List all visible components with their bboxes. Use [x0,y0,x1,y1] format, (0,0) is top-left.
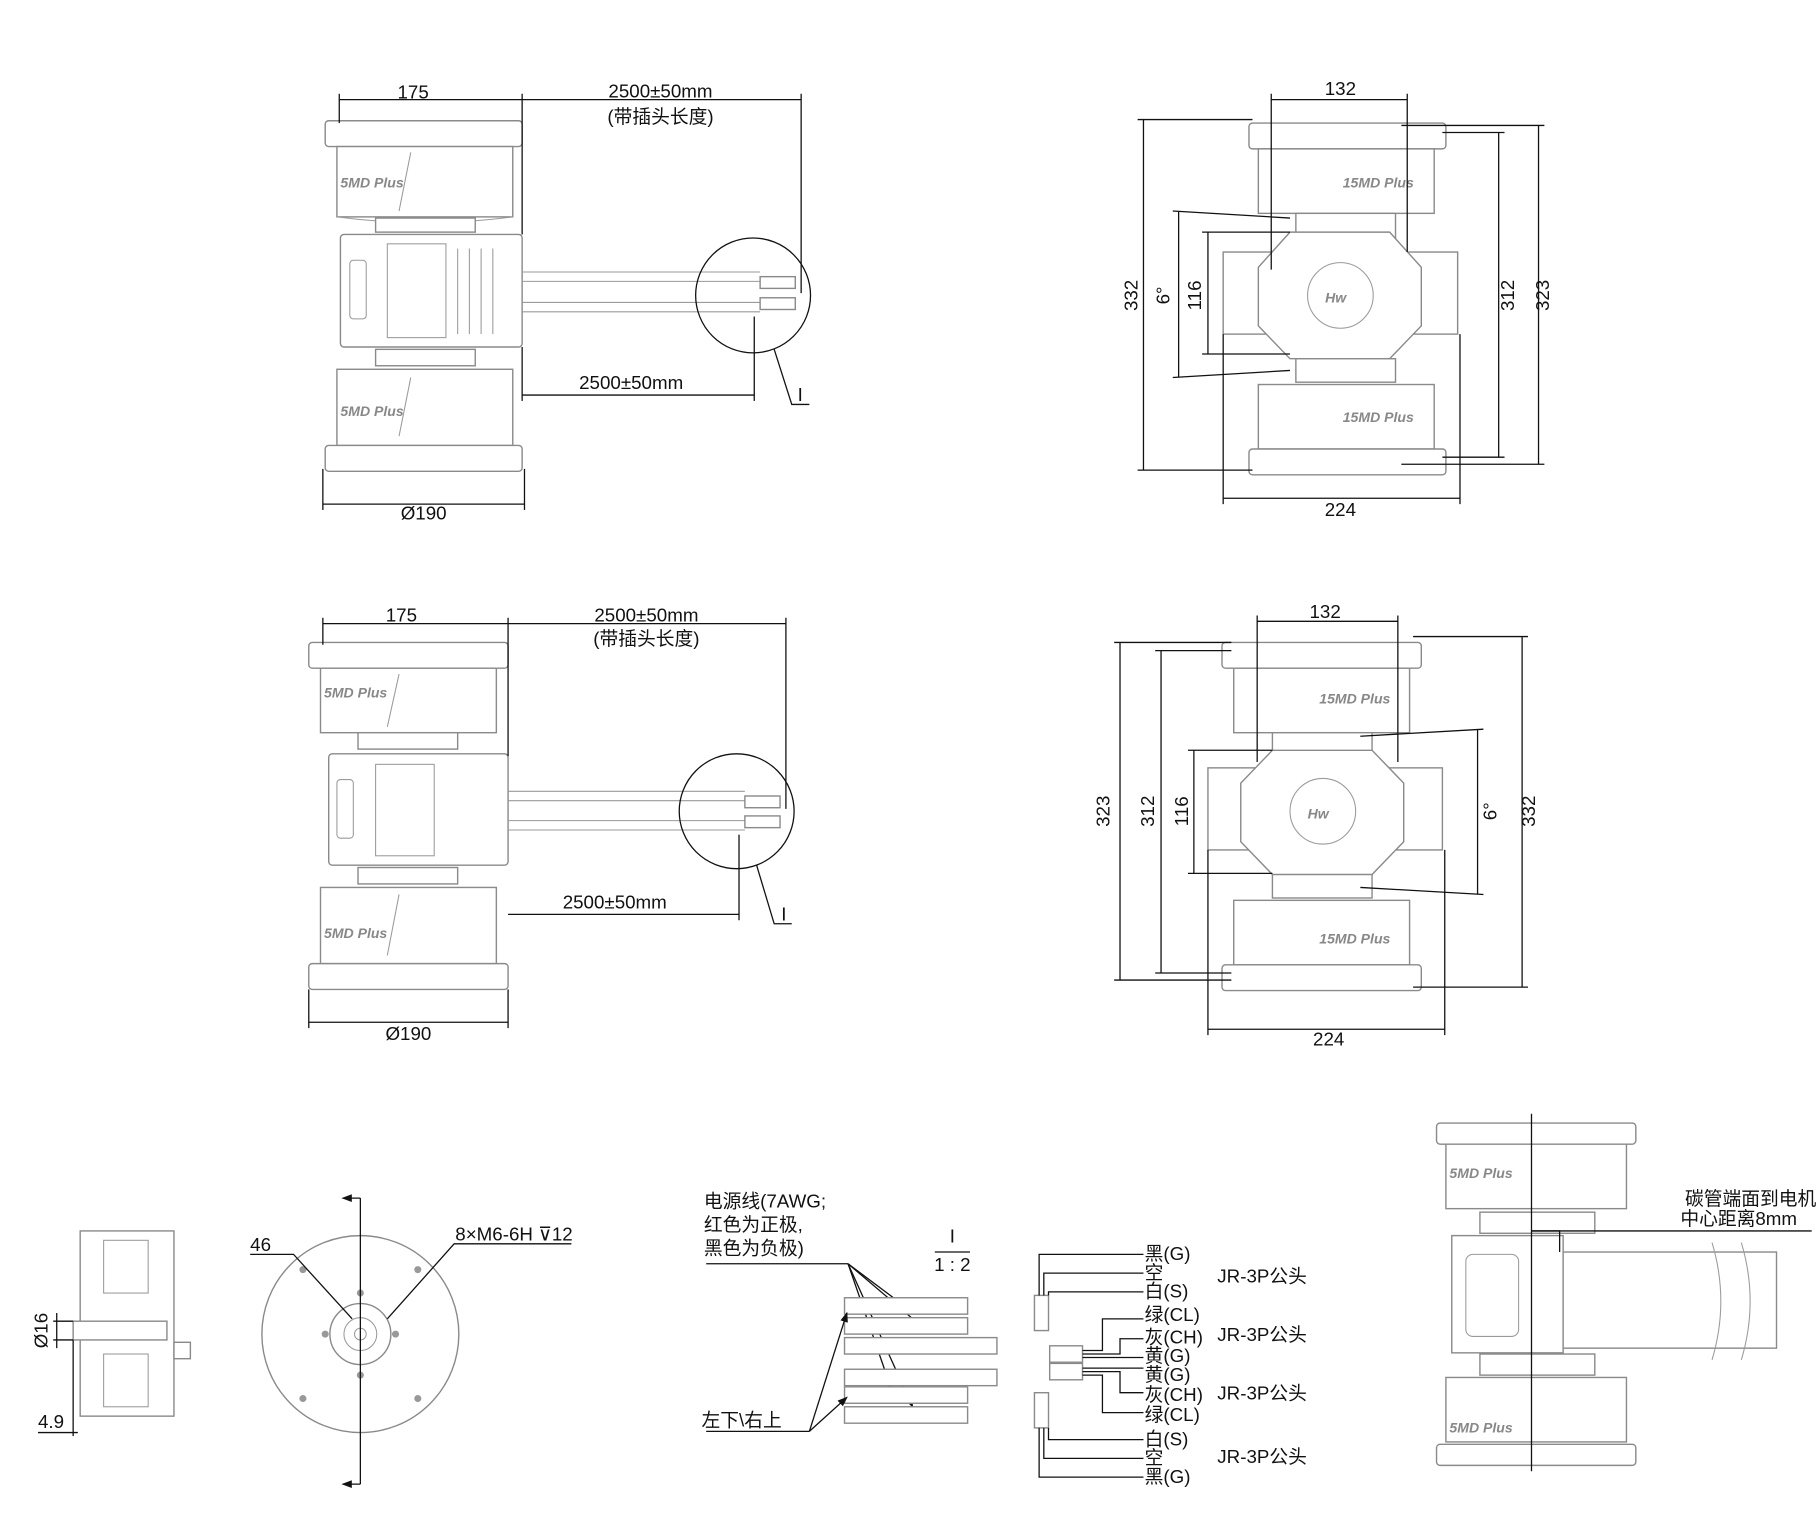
motor-logo: 5MD Plus [340,403,403,419]
motor-logo: 5MD Plus [340,175,403,191]
offset-dimension: 4.9 [38,1411,64,1432]
detail-leader [755,864,792,925]
connector-label: JR-3P公头 [1217,1446,1307,1467]
motor-logo: 5MD Plus [1449,1420,1512,1436]
detail-marker: I [798,384,803,405]
cables [522,271,796,313]
pin-label: 黑(G) [1145,1466,1191,1487]
top-width-dimension: 132 [1310,601,1341,622]
brand-logo-icon: Hw [1325,289,1347,305]
connector-label: JR-3P公头 [1217,1383,1307,1404]
brand-logo-icon: Hw [1308,805,1330,821]
angle-dimension: 6° [1479,802,1500,820]
pin-label: 灰(CH) [1145,1384,1203,1405]
mount-note-line: 碳管端面到电机 [1685,1188,1816,1209]
detail-leader [773,349,810,406]
detail-id: I [950,1226,955,1247]
overall-height-dimension: 332 [1121,280,1142,311]
power-note-line: 电源线(7AWG; [704,1190,826,1211]
connector-label: JR-3P公头 [1217,1266,1307,1287]
pin-label: 黄(G) [1145,1345,1191,1366]
inner-height-dimension: 312 [1137,796,1158,827]
pin-label: 黄(G) [1145,1364,1191,1385]
pin-label: 空 [1145,1447,1164,1468]
pin-label: 白(S) [1145,1428,1189,1449]
width-dimension: 175 [397,81,428,102]
motor-logo: 15MD Plus [1319,690,1390,706]
motor-logo: 5MD Plus [324,685,387,701]
motor-logo: 15MD Plus [1343,175,1414,191]
side-view-top-left: 5MD Plus 5MD Plus I 175 2500±50mm (带插头长 [322,80,812,523]
front-view-mid-right: 15MD Plus Hw 15MD Plus 132 323 312 116 6… [1092,601,1539,1050]
motor-logo: 15MD Plus [1343,409,1414,425]
outer-height-dimension: 323 [1532,280,1553,311]
thread-callout: 8×M6-6H ⊽12 [455,1223,572,1244]
cable-length-dimension: 2500±50mm [594,604,698,625]
motor-logo: 15MD Plus [1319,931,1390,947]
angle-dimension: 6° [1152,286,1173,304]
center-height-dimension: 116 [1171,796,1192,826]
power-note-line: 红色为正极, [704,1214,803,1235]
motor-logo: 5MD Plus [324,925,387,941]
detail-scale: 1 : 2 [934,1254,970,1275]
motor-logo: 5MD Plus [1449,1165,1512,1181]
power-cables [843,1294,1084,1429]
cable-length-lower-dimension: 2500±50mm [579,372,683,393]
outer-height-dimension: 323 [1092,796,1113,827]
shaft-diameter-dimension: Ø16 [30,1313,51,1348]
motor-upper: 5MD Plus [324,120,523,233]
top-width-dimension: 132 [1325,78,1356,99]
pin-label: 绿(CL) [1145,1404,1200,1425]
width-dimension: 224 [1325,499,1356,520]
inner-height-dimension: 312 [1497,280,1518,311]
pin-leaders [1038,1253,1144,1478]
front-view-top-right: 15MD Plus Hw 15MD Plus 132 332 6° 116 31… [1121,78,1553,520]
detail-circle [694,237,812,354]
side-view-mid-left: 5MD Plus 5MD Plus I 175 2500±50mm (带插头长度… [308,604,795,1044]
connector-label: JR-3P公头 [1217,1324,1307,1345]
face-view: 46 8×M6-6H ⊽12 [250,1194,573,1489]
width-dimension: 175 [386,604,417,625]
detail-marker: I [781,903,786,924]
overall-height-dimension: 332 [1518,796,1539,827]
section-view: Ø16 4.9 [30,1230,192,1437]
mount-view: 5MD Plus 5MD Plus 碳管端面到电机 中心距离8mm [1435,1113,1817,1472]
esc-housing [339,233,523,348]
pin-label: 黑(G) [1145,1243,1191,1264]
pin-label: 白(S) [1145,1281,1189,1302]
diameter-dimension: Ø190 [401,502,447,523]
motor-lower: 5MD Plus [324,348,523,472]
position-note: 左下\右上 [702,1410,782,1431]
cable-length-lower-dimension: 2500±50mm [563,892,667,913]
pin-label: 绿(CL) [1145,1304,1200,1325]
diameter-dimension: Ø190 [385,1023,431,1044]
power-note-line: 黑色为负极) [704,1237,804,1258]
cable-length-note: (带插头长度) [607,106,713,127]
pin-label: 空 [1145,1262,1164,1283]
detail-circle [678,753,795,870]
cable-length-dimension: 2500±50mm [608,80,712,101]
cable-length-note: (带插头长度) [593,628,699,649]
width-dimension: 224 [1313,1029,1344,1050]
pin-label: 灰(CH) [1145,1326,1203,1347]
center-height-dimension: 116 [1184,280,1205,310]
pcd-dimension: 46 [250,1234,271,1255]
mount-note-line: 中心距离8mm [1680,1208,1797,1229]
wiring-detail: 电源线(7AWG; 红色为正极, 黑色为负极) I 1 : 2 左下\右上 [702,1190,1307,1486]
